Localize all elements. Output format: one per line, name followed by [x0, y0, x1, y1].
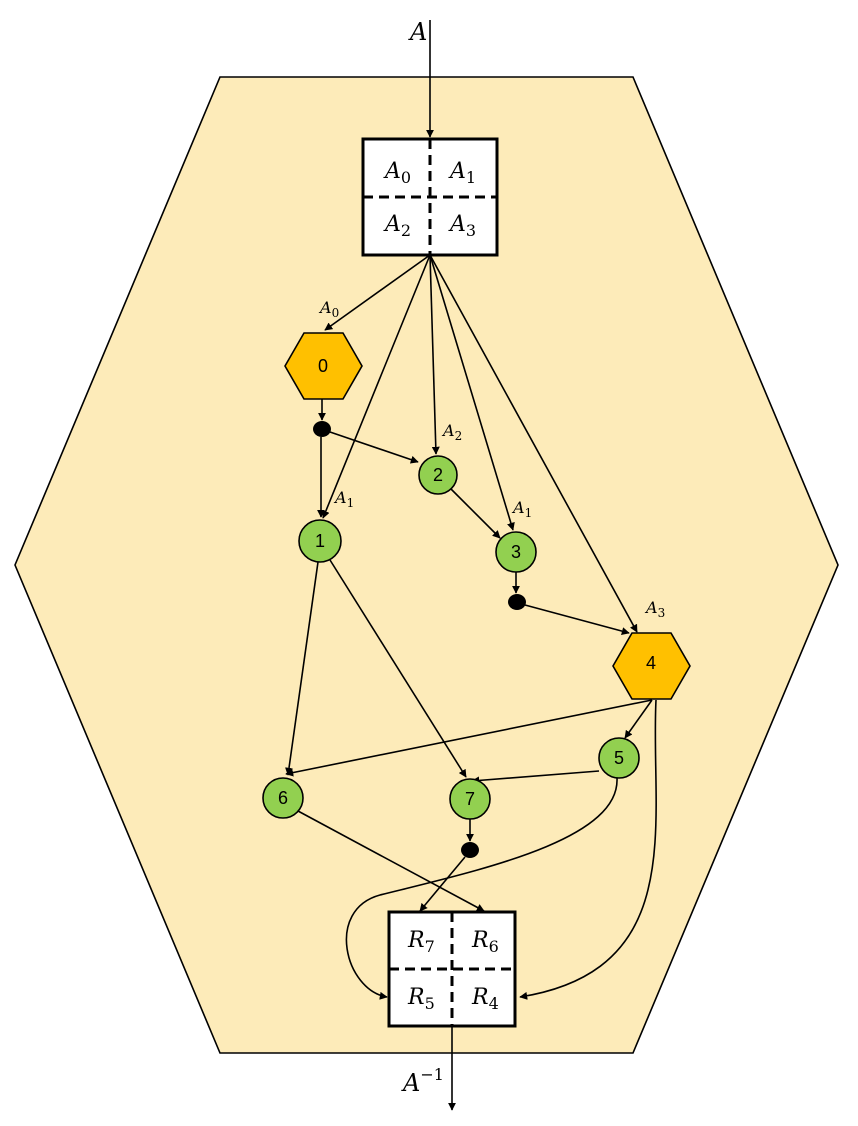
edge-node1-to-node6 [285, 561, 319, 776]
output-block: R7 R6 R5 R4 [387, 910, 517, 1028]
edge-dot-to-node2 [329, 431, 419, 464]
node-6: 6 [262, 777, 304, 819]
junction-dot-2 [508, 594, 526, 610]
edge-dot-to-r7 [419, 856, 466, 912]
output-block-cell-2: R5 [407, 985, 435, 1013]
node-5: 5 [598, 737, 640, 779]
edge-node5-to-node7 [471, 770, 600, 785]
svg-text:4: 4 [646, 653, 656, 673]
svg-text:6: 6 [278, 788, 288, 808]
edge-block-to-node3 [429, 254, 515, 531]
input-block-cell-1: A1 [448, 159, 476, 187]
output-block-cell-0: R7 [407, 928, 435, 956]
svg-text:2: 2 [433, 465, 443, 485]
node-2: 2 [418, 455, 458, 495]
output-block-cell-3: R4 [471, 985, 499, 1013]
edge-label-a2: A2 [441, 421, 462, 443]
node-0: 0 [284, 332, 363, 400]
svg-text:3: 3 [511, 542, 521, 562]
edge-label-a1-node1: A1 [333, 488, 354, 510]
input-block-cell-2: A2 [383, 212, 411, 240]
edge-node6-to-r6 [297, 810, 485, 912]
edge-block-to-node1 [322, 254, 431, 519]
edge-label-a3: A3 [644, 598, 665, 620]
svg-text:1: 1 [315, 531, 325, 551]
input-block: A0 A1 A2 A3 [361, 137, 499, 257]
edge-label-a1-node3: A1 [511, 498, 532, 520]
output-label: A−1 [401, 1065, 444, 1097]
edge-node4-to-r4 [519, 699, 657, 1000]
edge-node2-to-node3 [450, 488, 501, 539]
input-block-cell-3: A3 [448, 212, 476, 240]
input-block-cell-0: A0 [383, 159, 411, 187]
background-hexagon [14, 76, 839, 1054]
edge-block-to-node0 [324, 254, 431, 331]
node-7: 7 [449, 778, 491, 820]
edge-node5-to-r5 [345, 777, 618, 1000]
svg-text:0: 0 [318, 356, 328, 376]
edge-label-a0: A0 [318, 298, 339, 320]
edge-dot-to-node4 [524, 604, 630, 635]
svg-text:5: 5 [614, 748, 624, 768]
node-3: 3 [495, 531, 537, 573]
edge-block-to-node2 [429, 254, 440, 455]
input-label: A [408, 18, 427, 46]
svg-text:7: 7 [465, 789, 475, 809]
node-1: 1 [298, 519, 342, 563]
node-4: 4 [612, 632, 691, 700]
edge-block-to-node4 [429, 254, 638, 633]
edge-node1-to-node7 [329, 559, 467, 778]
edge-node4-to-node6 [285, 699, 653, 777]
junction-dot-1 [313, 421, 331, 437]
edge-node4-to-node5 [624, 699, 653, 739]
output-block-cell-1: R6 [471, 928, 499, 956]
junction-dot-3 [461, 842, 479, 858]
